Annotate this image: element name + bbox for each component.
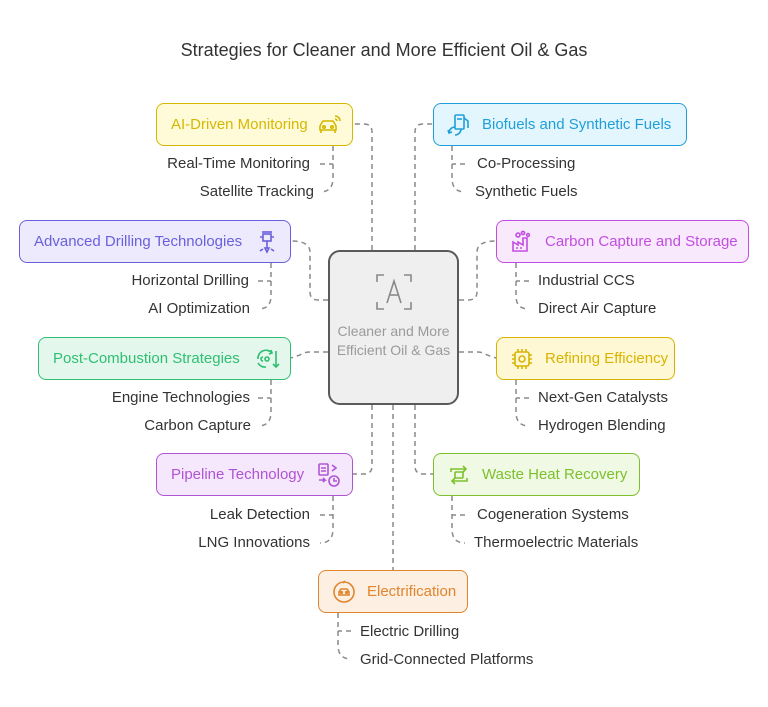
branch-label: Post-Combustion Strategies: [53, 350, 240, 367]
fuel-pump-icon: [447, 113, 469, 136]
connector-line: [459, 240, 497, 301]
processor-gear-icon: [512, 348, 532, 369]
sub-item: Co-Processing: [477, 155, 576, 172]
connector-line: [257, 380, 272, 427]
sub-item: AI Optimization: [148, 300, 250, 317]
sub-item: Synthetic Fuels: [475, 183, 578, 200]
branch-label: Biofuels and Synthetic Fuels: [482, 116, 672, 133]
sub-item: Industrial CCS: [538, 272, 635, 289]
car-signal-icon: [319, 115, 341, 133]
connector-line: [414, 123, 433, 250]
sub-item: Real-Time Monitoring: [167, 155, 310, 172]
sub-item: Next-Gen Catalysts: [538, 389, 669, 406]
connector-line: [353, 123, 373, 250]
sub-item: Engine Technologies: [111, 389, 250, 406]
connector-line: [337, 613, 352, 660]
connector-line: [451, 146, 466, 193]
branch-refining-efficiency[interactable]: Refining Efficiency: [496, 337, 675, 380]
electric-car-icon: [333, 579, 355, 603]
branch-label: Refining Efficiency: [545, 350, 669, 367]
branch-carbon-capture-storage[interactable]: Carbon Capture and Storage: [496, 220, 749, 263]
branch-label: Pipeline Technology: [171, 466, 305, 483]
sub-item: Carbon Capture: [144, 417, 251, 434]
co2-cycle-icon: [257, 349, 280, 369]
connector-line: [290, 240, 328, 301]
sub-item: Leak Detection: [209, 506, 310, 523]
branch-waste-heat-recovery[interactable]: Waste Heat Recovery: [433, 453, 640, 496]
sub-item: Thermoelectric Materials: [474, 534, 639, 551]
branch-post-combustion-strategies[interactable]: Post-Combustion Strategies: [38, 337, 291, 380]
drill-icon: [259, 231, 275, 254]
sub-item: Satellite Tracking: [199, 183, 314, 200]
connector-line: [290, 351, 328, 359]
branch-advanced-drilling-technologies[interactable]: Advanced Drilling Technologies: [19, 220, 291, 263]
branch-label: AI-Driven Monitoring: [171, 116, 308, 133]
sub-item: Electric Drilling: [360, 623, 460, 640]
text-box-icon: [375, 274, 412, 310]
factory-emission-icon: [512, 230, 531, 252]
sub-item: Grid-Connected Platforms: [360, 651, 534, 668]
center-label: Cleaner and More Efficient Oil & Gas: [336, 323, 451, 358]
connector-line: [459, 351, 497, 359]
connector-line: [515, 263, 530, 310]
pipeline-document-icon: [318, 463, 340, 487]
center-node: Cleaner and More Efficient Oil & Gas: [328, 250, 459, 405]
branch-biofuels-synthetic-fuels[interactable]: Biofuels and Synthetic Fuels: [433, 103, 687, 146]
branch-label: Advanced Drilling Technologies: [34, 233, 243, 250]
sub-item: Horizontal Drilling: [131, 272, 249, 289]
connector-line: [319, 146, 334, 193]
connector-line: [515, 380, 530, 427]
branch-label: Carbon Capture and Storage: [545, 233, 738, 250]
branch-ai-driven-monitoring[interactable]: AI-Driven Monitoring: [156, 103, 353, 146]
branch-label: Electrification: [367, 583, 457, 600]
connector-line: [257, 263, 272, 310]
sub-item: Direct Air Capture: [538, 300, 657, 317]
connector-line: [353, 405, 373, 475]
recycle-arrows-icon: [450, 464, 468, 485]
branch-electrification[interactable]: Electrification: [318, 570, 468, 613]
connector-line: [319, 496, 334, 544]
branch-label: Waste Heat Recovery: [482, 466, 628, 483]
connector-line: [451, 496, 466, 544]
sub-item: LNG Innovations: [198, 534, 310, 551]
branch-pipeline-technology[interactable]: Pipeline Technology: [156, 453, 353, 496]
connector-line: [414, 405, 433, 475]
diagram-title: Strategies for Cleaner and More Efficien…: [180, 40, 588, 60]
sub-item: Cogeneration Systems: [477, 506, 629, 523]
sub-item: Hydrogen Blending: [538, 417, 666, 434]
